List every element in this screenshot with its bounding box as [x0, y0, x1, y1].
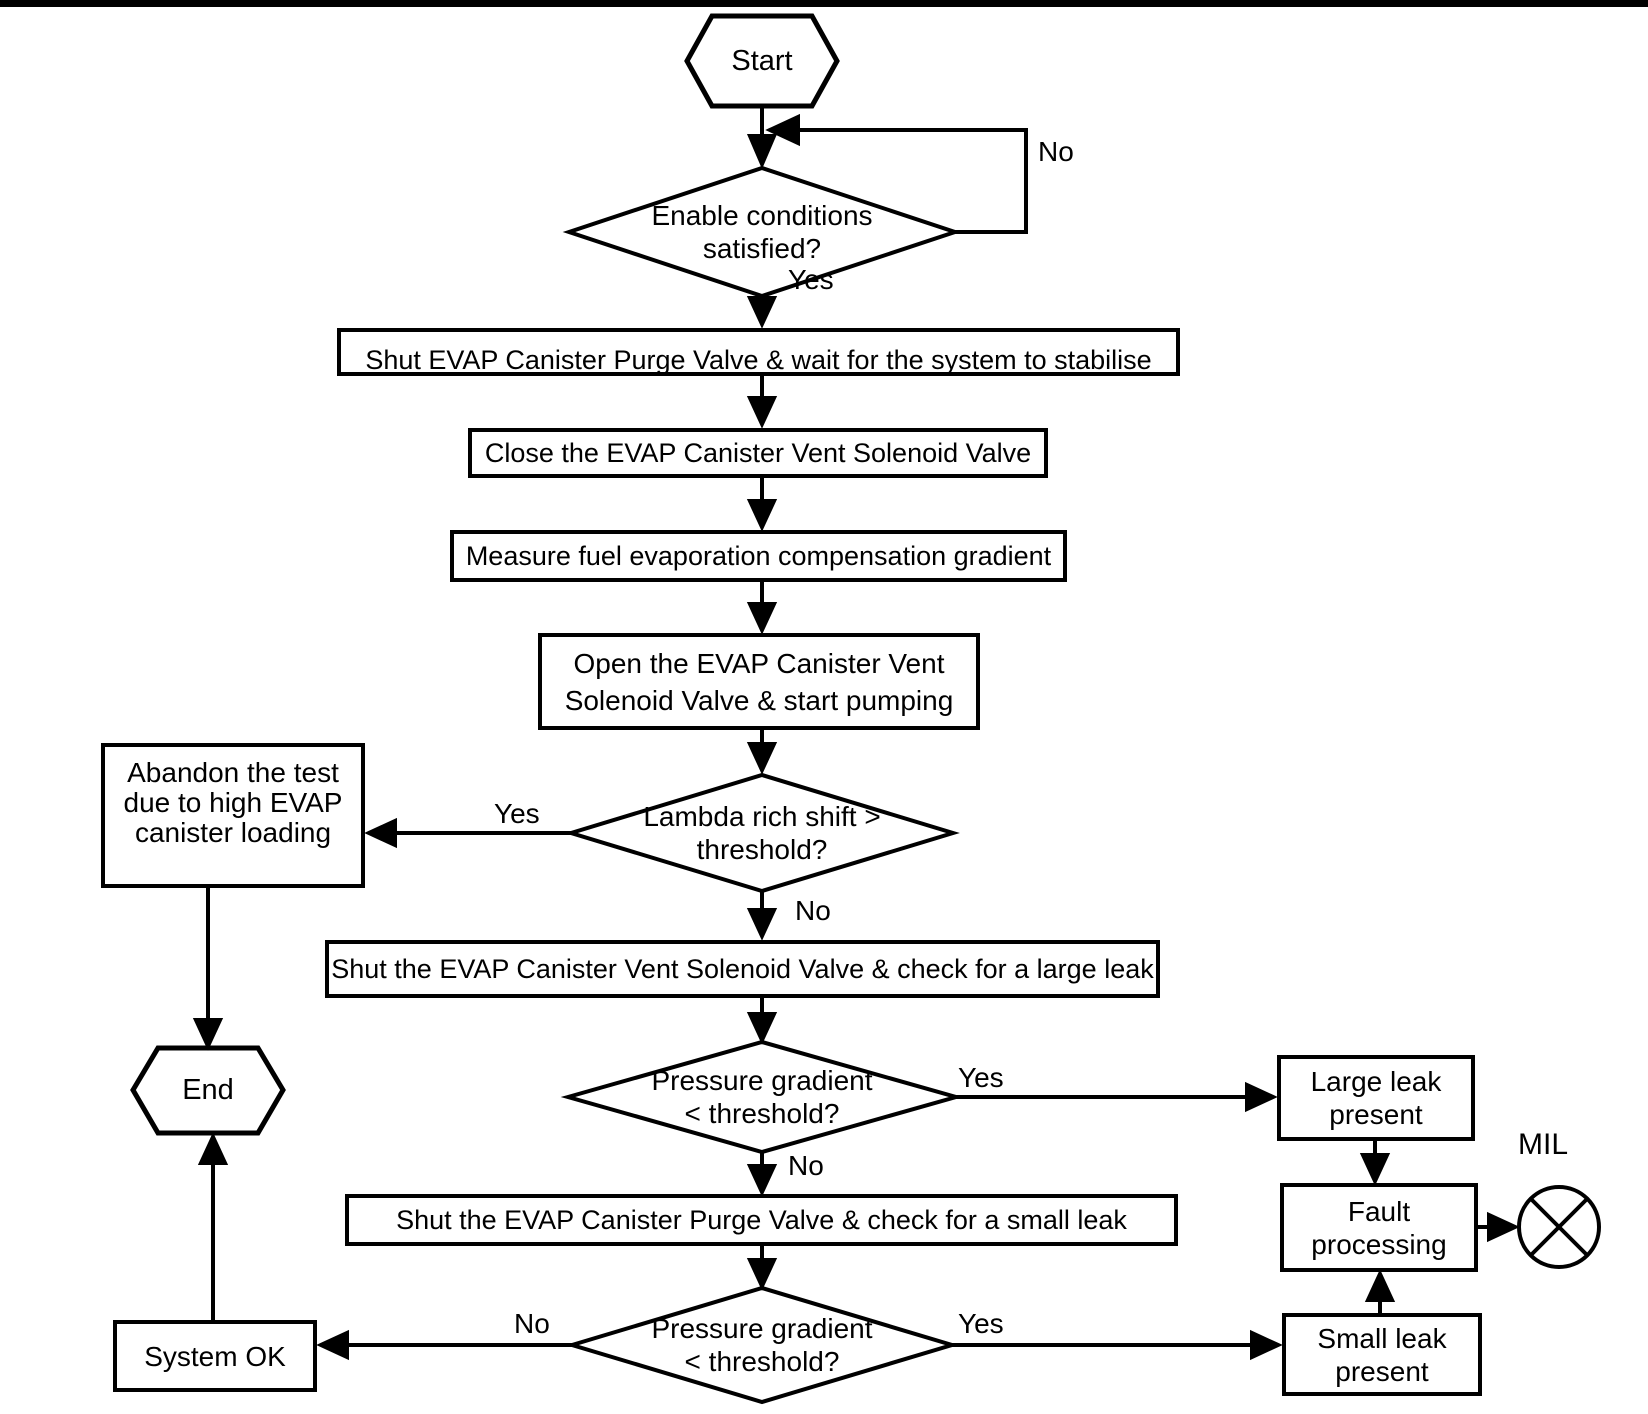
mil-indicator-icon	[1517, 1185, 1601, 1269]
end-node-label: End	[182, 1074, 234, 1106]
arrow-smallcheck-to-pressure	[746, 1246, 778, 1291]
pressure-gradient-small-decision-label: Pressure gradient < threshold?	[651, 1313, 873, 1377]
terminal-large-leak-present: Large leak present	[1277, 1055, 1475, 1141]
figure-top-border	[0, 0, 1648, 7]
terminal-small-leak-present: Small leak present	[1282, 1313, 1482, 1396]
start-hexagon-shape	[684, 13, 840, 109]
enable-conditions-decision-label: Enable conditions satisfied?	[651, 200, 873, 264]
arrow-lambda-no	[746, 891, 778, 941]
arrow-enable-yes	[746, 296, 778, 329]
arrow-pressure-large-yes	[956, 1081, 1278, 1113]
mil-label: MIL	[1518, 1128, 1569, 1161]
arrow-largeleak-to-fault	[1359, 1141, 1391, 1186]
arrow-largecheck-to-pressure	[746, 998, 778, 1045]
arrow-shutpurge-to-closevent	[746, 376, 778, 429]
arrow-pressure-large-no	[746, 1152, 778, 1197]
no-feedback-loop	[765, 113, 1028, 234]
process-close-vent-valve: Close the EVAP Canister Vent Solenoid Va…	[468, 428, 1048, 478]
edge-label-lambda-yes: Yes	[494, 798, 540, 829]
process-shut-purge-wait-label: Shut EVAP Canister Purge Valve & wait fo…	[365, 345, 1152, 375]
edge-label-large-yes: Yes	[958, 1062, 1004, 1093]
arrow-fault-to-mil	[1478, 1211, 1520, 1243]
edge-label-enable-yes: Yes	[788, 264, 834, 295]
edge-label-enable-no: No	[1038, 136, 1074, 167]
start-node-label: Start	[731, 44, 793, 77]
arrow-pressure-small-yes	[952, 1329, 1283, 1361]
edge-label-small-yes: Yes	[958, 1308, 1004, 1339]
process-shut-purge-wait: Shut EVAP Canister Purge Valve & wait fo…	[337, 328, 1180, 376]
process-shut-vent-check-large-leak: Shut the EVAP Canister Vent Solenoid Val…	[325, 940, 1160, 998]
process-fault-processing: Fault processing	[1280, 1183, 1478, 1272]
arrow-pressure-small-no	[316, 1329, 572, 1361]
arrow-measure-to-openvent	[746, 582, 778, 635]
terminal-system-ok: System OK	[113, 1320, 317, 1392]
arrow-openvent-to-lambda	[746, 730, 778, 775]
process-open-vent-start-pumping: Open the EVAP Canister Vent Solenoid Val…	[538, 633, 980, 730]
arrow-lambda-yes	[364, 817, 571, 849]
arrow-closevent-to-measure	[746, 478, 778, 532]
lambda-shift-decision-label: Lambda rich shift > threshold?	[643, 801, 881, 865]
process-measure-gradient: Measure fuel evaporation compensation gr…	[450, 530, 1067, 582]
arrow-abandon-to-end	[192, 888, 224, 1051]
pressure-gradient-large-decision-label: Pressure gradient < threshold?	[651, 1065, 873, 1129]
process-abandon-test: Abandon the test due to high EVAP canist…	[101, 743, 365, 888]
edge-label-lambda-no: No	[795, 895, 831, 926]
arrow-smallleak-to-fault	[1364, 1269, 1396, 1313]
lambda-shift-diamond-shape	[564, 772, 960, 894]
end-hexagon-shape	[130, 1045, 286, 1136]
process-shut-purge-check-small-leak: Shut the EVAP Canister Purge Valve & che…	[345, 1194, 1178, 1246]
arrow-start-to-enable	[746, 106, 778, 170]
edge-label-large-no: No	[788, 1150, 824, 1181]
arrow-systemok-to-end	[197, 1132, 229, 1320]
edge-label-small-no: No	[514, 1308, 550, 1339]
